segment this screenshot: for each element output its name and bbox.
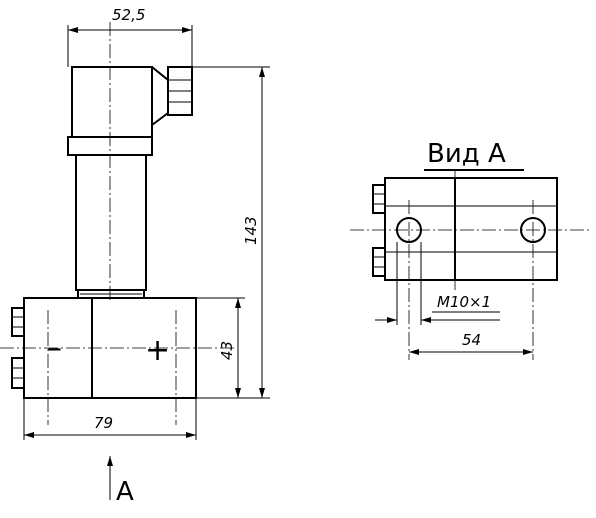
cable-gland [151, 66, 169, 126]
view-a-body [384, 177, 558, 281]
view-title: Вид А [427, 139, 506, 169]
connector-housing [71, 66, 153, 138]
dim-43: 43 [218, 341, 236, 360]
sensor-stem [75, 154, 147, 291]
dim-79: 79 [94, 414, 113, 432]
dim-52-5: 52,5 [112, 6, 145, 24]
plus-sign: + [145, 333, 170, 368]
view-arrow-label: А [116, 477, 134, 507]
bolt-lower [11, 357, 25, 389]
view-a: Вид А [350, 139, 590, 360]
front-dimensions: 52,5 143 43 79 – + А [23, 6, 270, 507]
dim-thread: M10×1 [437, 293, 491, 311]
bolt-upper [11, 307, 25, 337]
view-a-bolt-upper [372, 184, 386, 214]
view-a-dimensions: M10×1 54 [375, 242, 533, 355]
minus-sign: – [47, 331, 62, 366]
view-a-bolt-lower [372, 247, 386, 277]
front-view [0, 22, 235, 425]
dim-143: 143 [242, 216, 260, 245]
dim-54: 54 [462, 331, 481, 349]
